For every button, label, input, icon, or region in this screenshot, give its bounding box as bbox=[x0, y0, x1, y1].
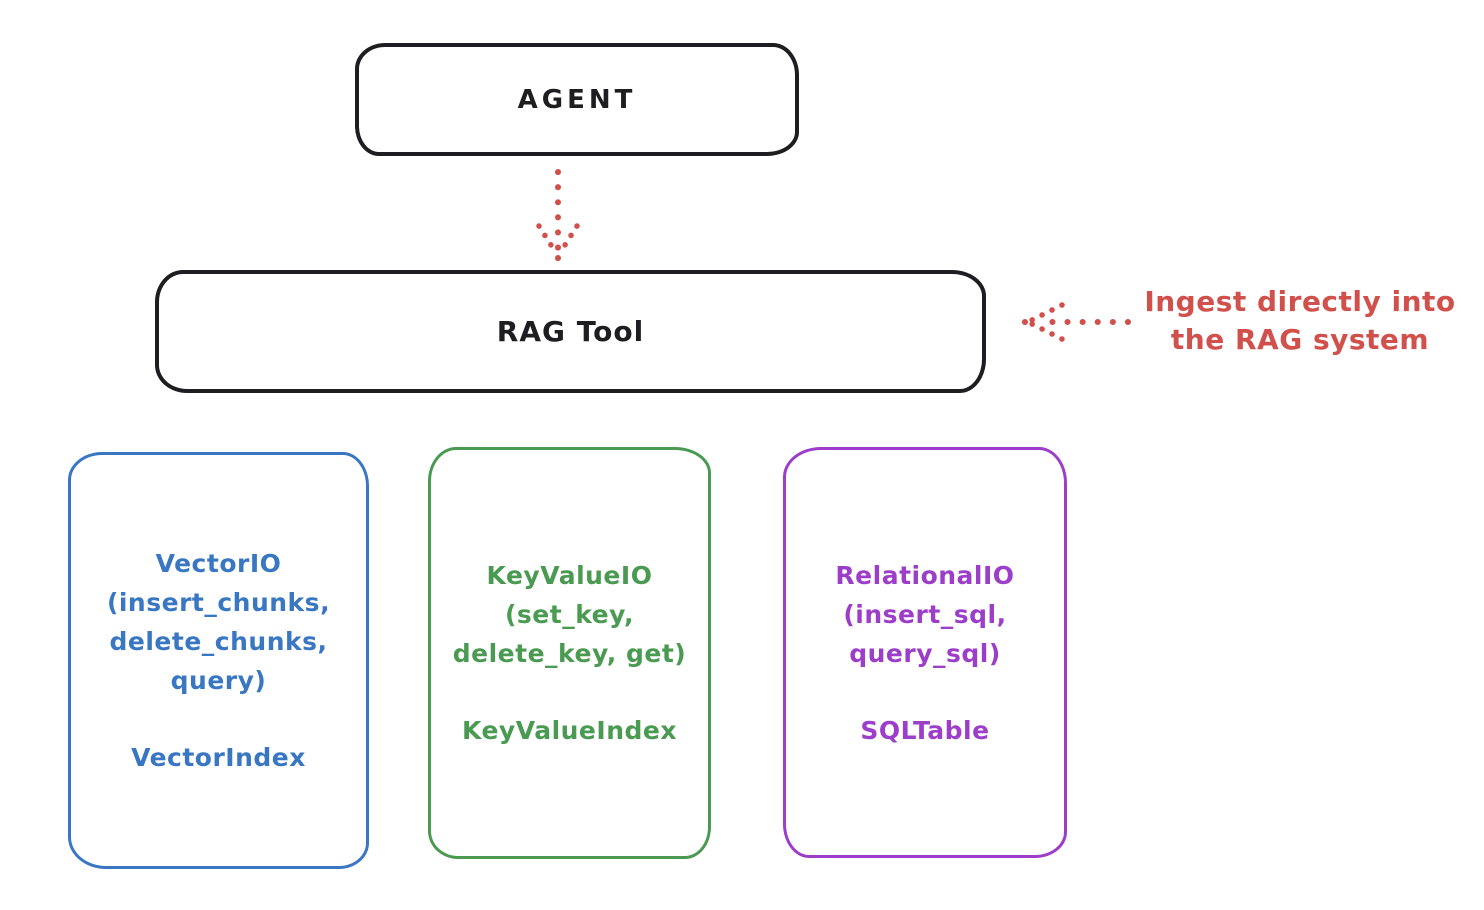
module-signature-line: query_sql) bbox=[849, 638, 1001, 668]
module-signature-line: (insert_sql, bbox=[843, 599, 1007, 629]
module-signature-line: (insert_chunks, bbox=[106, 588, 331, 617]
agent-to-rag-arrow bbox=[536, 169, 580, 262]
agent-box-label: AGENT bbox=[517, 84, 637, 115]
ingest-annotation-line1: Ingest directly into bbox=[1144, 285, 1456, 318]
rag-tool-box-label: RAG Tool bbox=[496, 315, 645, 348]
agent-box: AGENT bbox=[355, 43, 799, 156]
module-signature-line: delete_key, get) bbox=[452, 639, 687, 668]
ingest-annotation-line2: the RAG system bbox=[1170, 323, 1430, 356]
module-signature-line: VectorIO bbox=[155, 549, 282, 578]
rag-tool-box: RAG Tool bbox=[155, 270, 986, 393]
module-index-label: SQLTable bbox=[860, 715, 990, 745]
module-index-label: KeyValueIndex bbox=[462, 716, 677, 745]
relational-io-box: RelationalIO (insert_sql, query_sql) SQL… bbox=[783, 447, 1067, 858]
module-signature-line: KeyValueIO bbox=[486, 561, 653, 590]
module-signature-line: (set_key, bbox=[505, 600, 634, 629]
vector-io-box: VectorIO (insert_chunks, delete_chunks, … bbox=[68, 452, 369, 869]
ingest-annotation: Ingest directly into the RAG system bbox=[1135, 283, 1465, 359]
annotation-to-rag-arrow bbox=[1021, 302, 1131, 342]
module-signature-line: delete_chunks, bbox=[109, 627, 328, 656]
module-signature-line: query) bbox=[170, 666, 267, 695]
module-signature-line: RelationalIO bbox=[835, 560, 1015, 590]
module-index-label: VectorIndex bbox=[131, 743, 306, 772]
keyvalue-io-box: KeyValueIO (set_key, delete_key, get) Ke… bbox=[428, 447, 711, 859]
